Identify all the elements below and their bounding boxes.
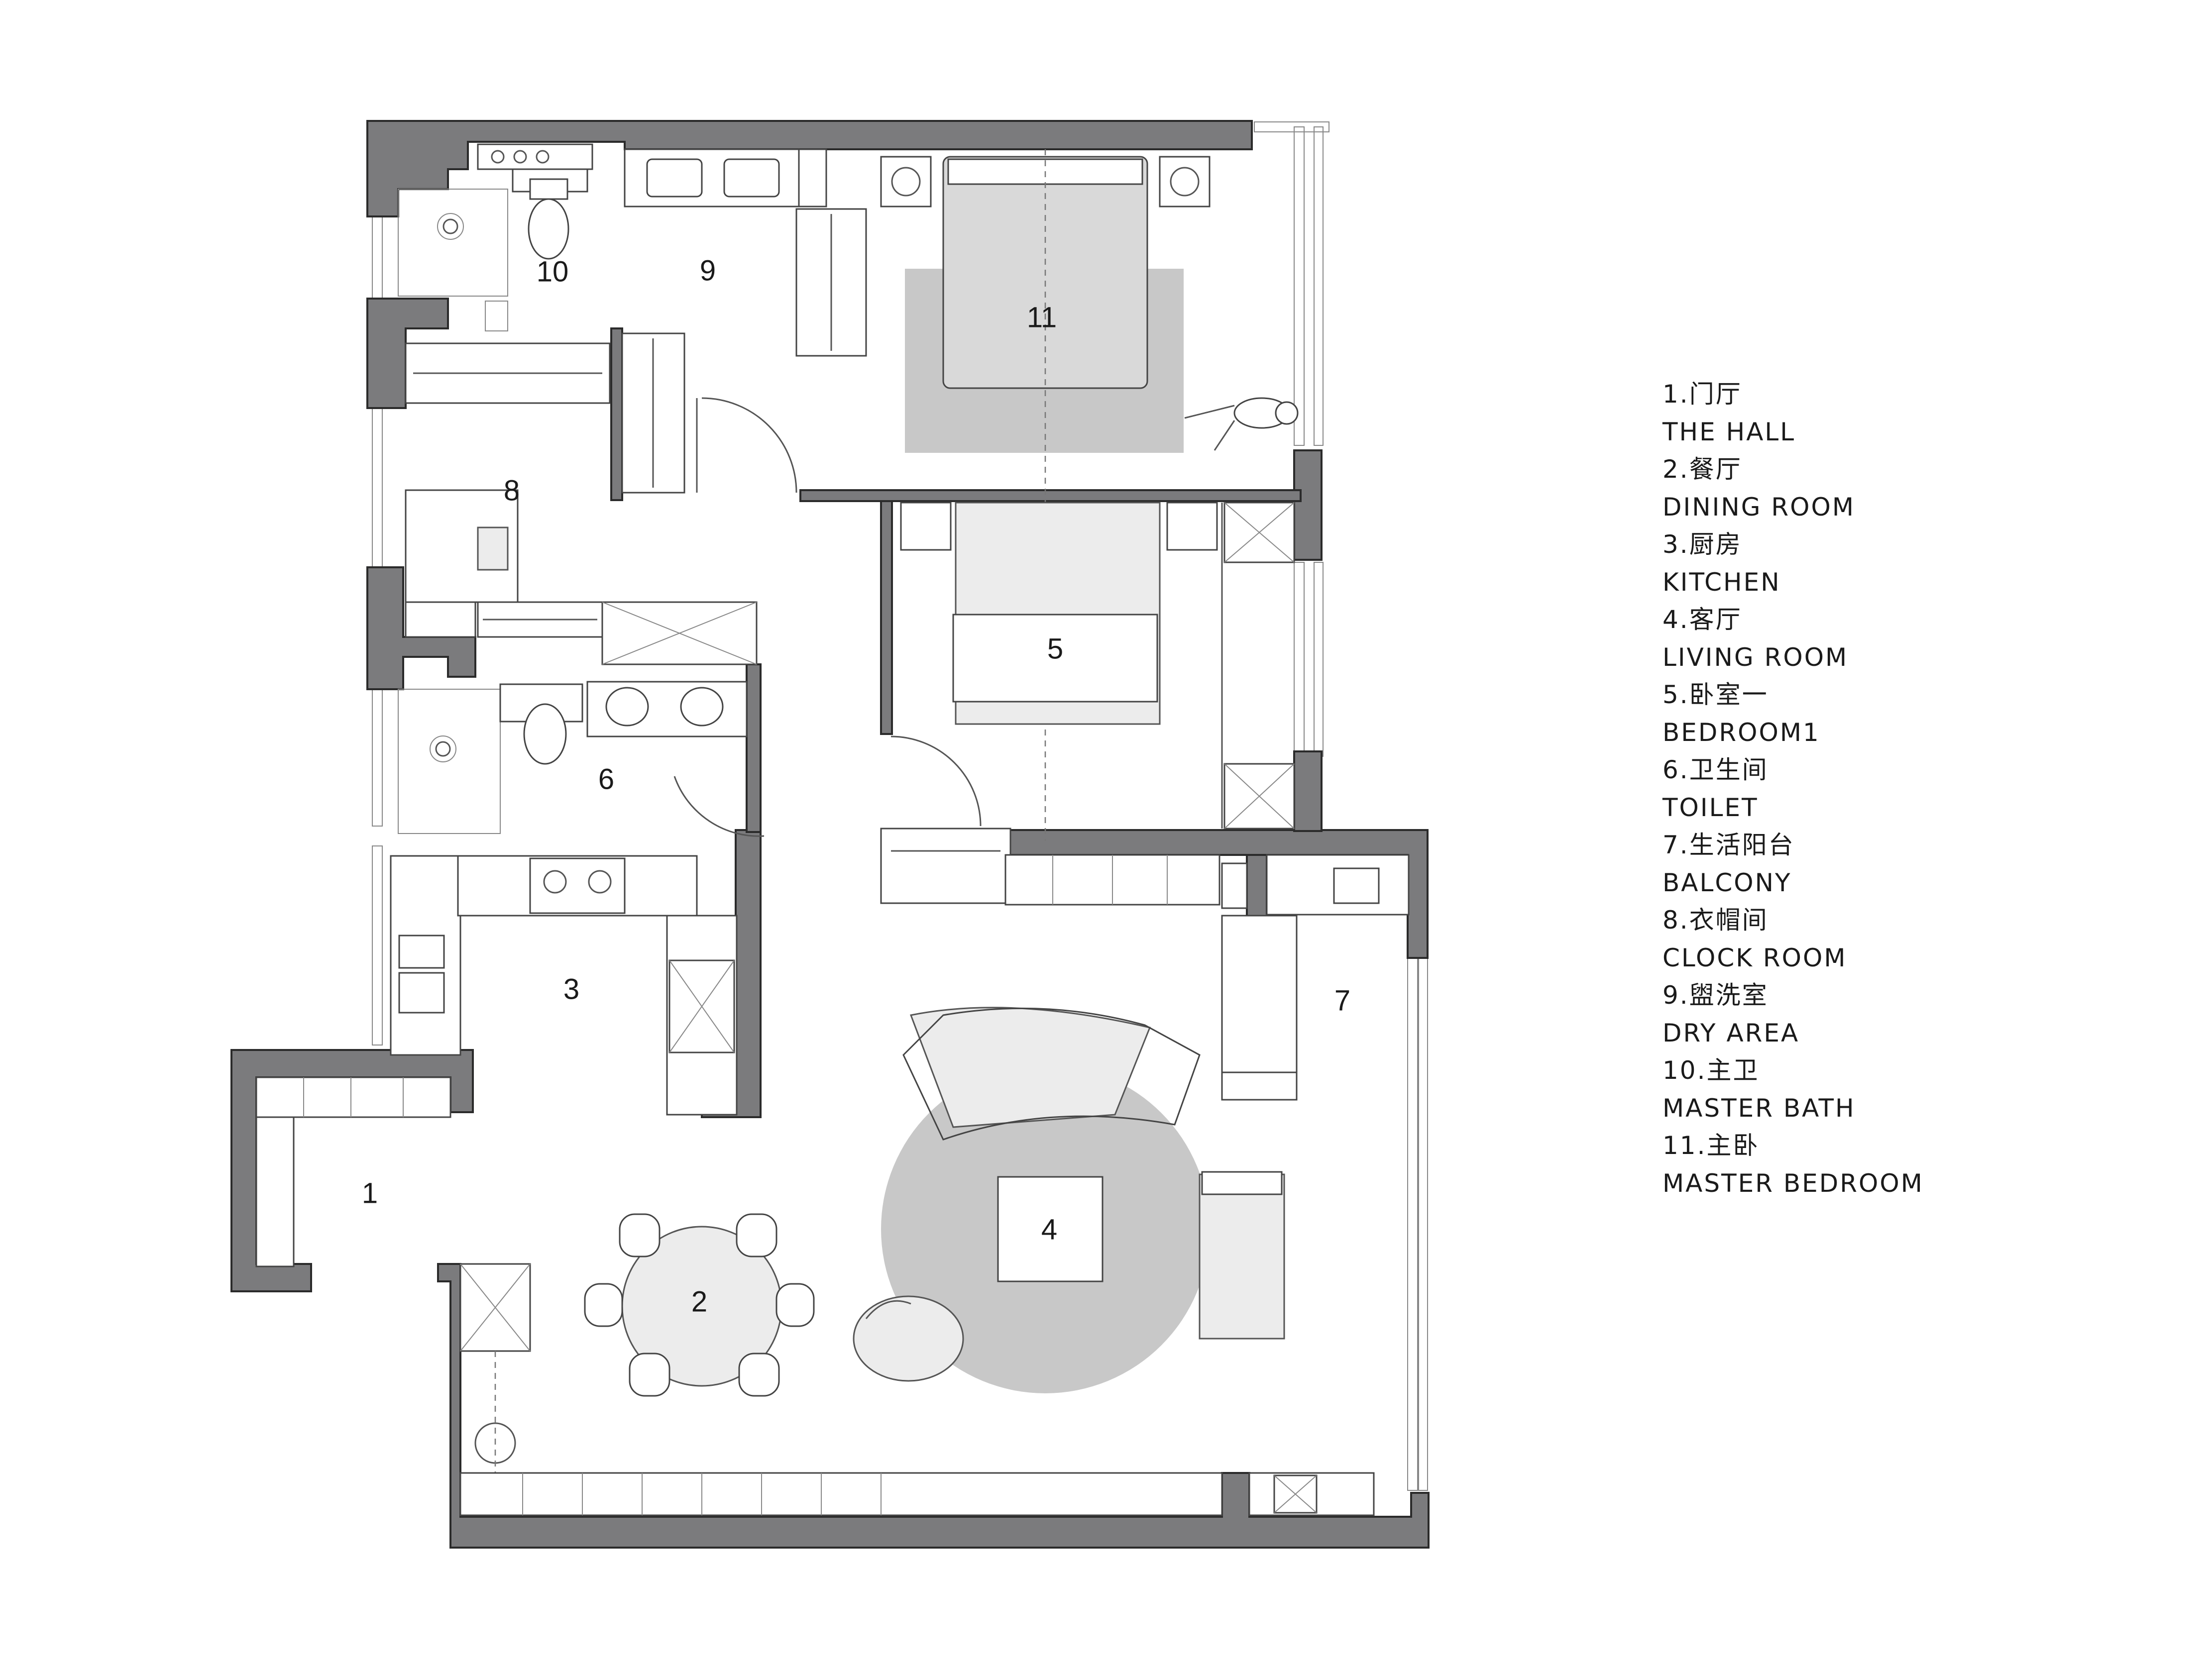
bedroom1-furniture [880, 502, 1295, 904]
legend-item-zh: 3.厨房 [1662, 530, 1742, 559]
room-label-8: 8 [504, 474, 520, 507]
legend-item-en: THE HALL [1662, 417, 1796, 446]
room-label-3: 3 [563, 973, 579, 1005]
legend-item-zh: 8.衣帽间 [1662, 906, 1769, 935]
legend-item-en: TOILET [1662, 793, 1759, 822]
master-bath-fixtures [398, 143, 593, 331]
legend-item-en: BEDROOM1 [1662, 718, 1820, 747]
stove-icon [529, 857, 626, 914]
room-label-1: 1 [362, 1177, 378, 1209]
legend-item-zh: 11.主卧 [1662, 1131, 1760, 1160]
room-label-4: 4 [1041, 1213, 1057, 1246]
room-label-5: 5 [1047, 632, 1063, 665]
armchair-icon [853, 1295, 964, 1382]
dining-chair-icon [584, 1213, 815, 1397]
legend-item-zh: 1.门厅 [1662, 380, 1742, 409]
person-figure-icon [1184, 397, 1299, 451]
legend-item-en: MASTER BEDROOM [1662, 1168, 1924, 1198]
bottom-cabinets [459, 1472, 1375, 1516]
clock-room-fixtures [405, 332, 797, 665]
shower-icon [430, 735, 456, 762]
master-bedroom-furniture [880, 149, 1299, 841]
legend-item-en: DINING ROOM [1662, 492, 1856, 522]
shower-icon [437, 213, 464, 240]
room-label-7: 7 [1334, 984, 1350, 1017]
legend-item-zh: 7.生活阳台 [1662, 831, 1795, 859]
legend-item-en: KITCHEN [1662, 567, 1781, 597]
legend-item-en: BALCONY [1662, 868, 1792, 897]
legend-item-zh: 4.客厅 [1662, 605, 1742, 634]
hall-fixtures [255, 1076, 531, 1515]
legend-item-zh: 9.盥洗室 [1662, 981, 1769, 1010]
balcony-fixtures [1221, 854, 1410, 1101]
dry-area-fixtures [624, 148, 867, 357]
legend-item-en: LIVING ROOM [1662, 642, 1849, 672]
kitchen-fixtures [390, 855, 738, 1116]
toilet-fixtures [398, 681, 765, 837]
room-label-9: 9 [700, 254, 716, 287]
room-label-6: 6 [598, 763, 614, 795]
legend-item-zh: 2.餐厅 [1662, 455, 1742, 484]
legend-item-en: DRY AREA [1662, 1018, 1800, 1047]
legend-item-en: CLOCK ROOM [1662, 943, 1847, 972]
legend-item-en: MASTER BATH [1662, 1093, 1856, 1123]
room-labels: 1 2 3 4 5 6 7 8 9 10 11 [362, 254, 1350, 1318]
legend-item-zh: 10.主卫 [1662, 1056, 1760, 1085]
dining-furniture [584, 1213, 815, 1397]
living-room-furniture [853, 854, 1285, 1393]
legend-item-zh: 6.卫生间 [1662, 755, 1769, 784]
room-label-10: 10 [537, 255, 569, 288]
legend: 1.门厅 THE HALL 2.餐厅 DINING ROOM 3.厨房 KITCHEN 4.… [1662, 376, 2110, 1202]
legend-item-zh: 5.卧室一 [1662, 680, 1769, 709]
room-label-11: 11 [1027, 301, 1057, 333]
room-label-2: 2 [691, 1285, 707, 1318]
